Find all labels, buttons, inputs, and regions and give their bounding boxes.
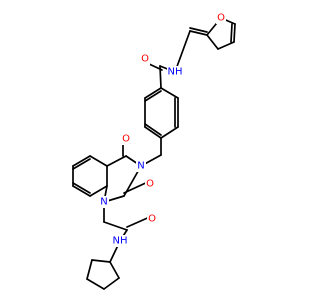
- benzene-double-bond: [144, 90, 162, 102]
- quinazoline-n1-atom: N: [99, 196, 109, 208]
- cyclopentyl-bond: [109, 261, 120, 279]
- quinazoline-n1-label: N: [100, 197, 107, 208]
- bond-layer: [72, 17, 236, 290]
- furan-bond: [206, 34, 219, 50]
- benzo-bond: [72, 185, 91, 197]
- quinazoline-o2-atom: O: [145, 178, 155, 190]
- cyclopentyl-bond: [86, 278, 105, 290]
- quin-bond: [106, 155, 127, 167]
- benzo-bond: [89, 155, 108, 167]
- carboxamide-oxygen-label: O: [141, 54, 149, 65]
- acetamide-nh-label: NH: [113, 236, 128, 247]
- benzo-bond: [72, 155, 91, 167]
- benzene-bond: [144, 87, 162, 99]
- cyclopentyl-bond: [86, 259, 93, 280]
- benzene-bond: [144, 126, 162, 139]
- quinazoline-n3-label: N: [137, 161, 144, 172]
- quinazoline-n3-atom: N: [136, 160, 146, 172]
- ch2-bond: [189, 30, 208, 36]
- ch2-nh-bond: [174, 30, 191, 73]
- carboxamide-nh-label: NH: [168, 67, 183, 78]
- carboxamide-oxygen-atom: O: [140, 53, 150, 65]
- molecule-structure-diagram: O O NH O N O N O: [72, 12, 236, 290]
- acetamide-nh-atom: NH: [112, 235, 129, 247]
- furan-ch2-side-double-bond: [189, 27, 208, 33]
- quinazoline-o4-label: O: [122, 134, 130, 145]
- furan-bond: [233, 23, 236, 43]
- benzo-double-bond: [72, 158, 91, 170]
- quinazoline-o2-label: O: [146, 179, 154, 190]
- carboxamide-nh-atom: NH: [167, 66, 184, 78]
- cyclopentyl-bond: [103, 277, 120, 290]
- acetamide-oxygen-label: O: [148, 214, 156, 225]
- furan-double-bond: [230, 23, 233, 43]
- benzene-double-bond: [144, 123, 162, 136]
- benzo-bond: [89, 185, 108, 197]
- benzo-double-bond: [72, 182, 91, 194]
- quinazoline-o4-atom: O: [121, 133, 131, 145]
- atom-label-layer: O O NH O N O N O: [99, 12, 226, 247]
- acetamide-oxygen-atom: O: [147, 213, 157, 225]
- furan-oxygen-atom: O: [216, 12, 226, 24]
- acetamide-c-bond: [103, 221, 128, 231]
- benzene-bond: [160, 126, 179, 139]
- furan-bond: [217, 41, 235, 50]
- cyclopentyl-bond: [91, 259, 111, 263]
- benzene-bond: [160, 87, 179, 99]
- furan-oxygen-label: O: [217, 13, 225, 24]
